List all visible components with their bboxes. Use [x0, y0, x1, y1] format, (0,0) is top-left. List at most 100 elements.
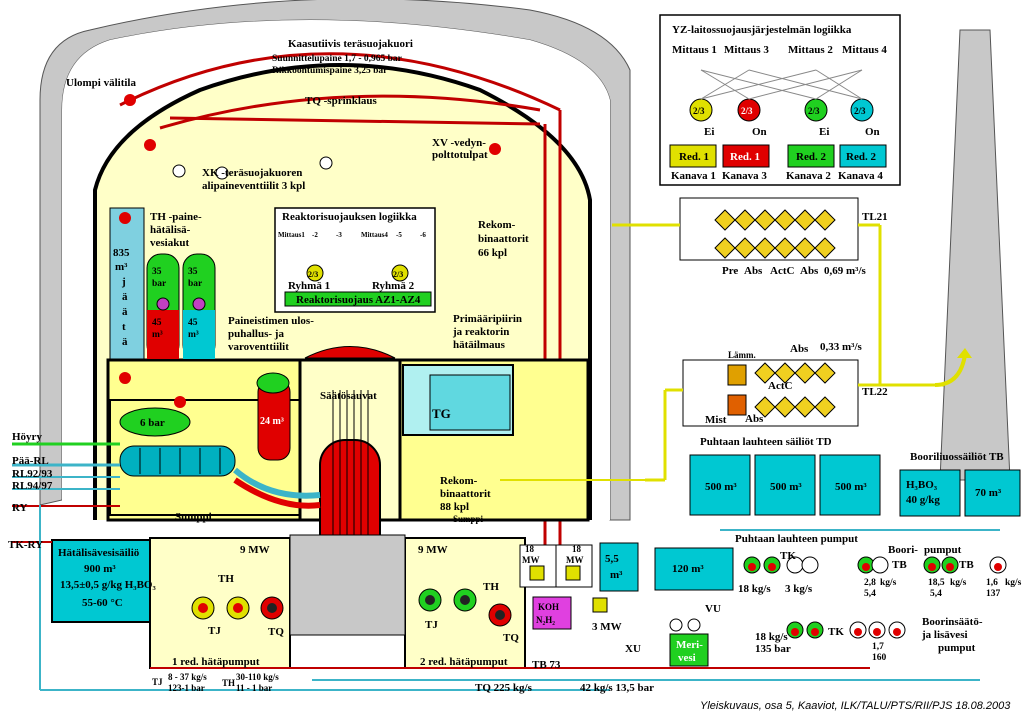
svg-text:42 kg/s 13,5 bar: 42 kg/s 13,5 bar [580, 682, 654, 694]
td-tank-1 [689, 454, 751, 516]
svg-text:Kanava 4: Kanava 4 [838, 170, 883, 182]
svg-text:11 - 1 bar: 11 - 1 bar [236, 683, 272, 693]
outer-annulus-1: Ulompi välitila [66, 77, 136, 89]
svg-text:Red. 1: Red. 1 [730, 151, 760, 163]
svg-text:3 MW: 3 MW [592, 621, 622, 633]
svg-text:Ei: Ei [704, 126, 714, 138]
svg-text:TH: TH [222, 678, 235, 688]
svg-text:Mittaus 1: Mittaus 1 [672, 44, 717, 56]
svg-text:135 bar: 135 bar [755, 643, 791, 655]
svg-text:Abs: Abs [745, 413, 764, 425]
svg-text:Mist: Mist [705, 414, 727, 426]
svg-text:TB 73: TB 73 [532, 659, 561, 671]
svg-text:m³: m³ [115, 261, 128, 273]
filter-train-tl22 [682, 359, 859, 427]
svg-text:H₃BO₃: H₃BO₃ [906, 479, 938, 491]
svg-text:35: 35 [188, 267, 198, 277]
svg-text:TK: TK [828, 626, 844, 638]
sprinkler-label: TQ -sprinklaus [305, 95, 378, 107]
svg-text:On: On [752, 126, 767, 138]
svg-text:2/3: 2/3 [741, 106, 753, 116]
svg-text:1 red. hätäpumput: 1 red. hätäpumput [172, 656, 260, 668]
sprinkler-arc-2 [159, 94, 541, 130]
svg-text:TQ: TQ [503, 632, 519, 644]
svg-text:Primääripiirin: Primääripiirin [453, 313, 522, 325]
svg-text:Red. 2: Red. 2 [846, 151, 876, 163]
design-pressure: Suunnittelupaine 1,7 - 0,965 bar [272, 54, 403, 64]
svg-text:5,4: 5,4 [864, 589, 876, 599]
svg-text:8 - 37 kg/s: 8 - 37 kg/s [168, 672, 207, 682]
td-tank-3 [819, 454, 881, 516]
svg-text:2 red. hätäpumput: 2 red. hätäpumput [420, 656, 508, 668]
svg-text:5,4: 5,4 [930, 589, 942, 599]
svg-text:88 kpl: 88 kpl [440, 501, 469, 513]
svg-text:On: On [865, 126, 880, 138]
svg-text:Sumppi: Sumppi [453, 514, 484, 524]
svg-text:XU: XU [625, 643, 641, 655]
svg-text:Abs: Abs [800, 265, 819, 277]
svg-text:Säätösauvat: Säätösauvat [320, 390, 377, 402]
svg-text:ja lisävesi: ja lisävesi [921, 629, 968, 641]
svg-text:40 g/kg: 40 g/kg [906, 494, 940, 506]
svg-text:TH: TH [483, 581, 499, 593]
svg-text:2,8: 2,8 [864, 578, 876, 588]
svg-text:Meri-: Meri- [676, 639, 703, 651]
svg-text:Ryhmä 1: Ryhmä 1 [288, 280, 330, 292]
svg-text:MW: MW [522, 555, 540, 565]
pump-th-1 [226, 596, 250, 620]
steam-generator [119, 445, 236, 477]
svg-text:Mittaus 2: Mittaus 2 [788, 44, 833, 56]
svg-text:Pre: Pre [722, 265, 738, 277]
svg-text:9 MW: 9 MW [240, 544, 270, 556]
svg-text:KOH: KOH [538, 602, 559, 612]
svg-text:9 MW: 9 MW [418, 544, 448, 556]
svg-text:puhallus- ja: puhallus- ja [228, 328, 284, 340]
svg-text:TJ: TJ [152, 677, 163, 687]
svg-text:Mittaus1: Mittaus1 [278, 231, 305, 239]
svg-text:120 m³: 120 m³ [672, 563, 704, 575]
underpressure-2: alipaineventtiilit 3 kpl [202, 180, 305, 192]
sprinkler-line-3 [169, 116, 541, 126]
pump-tq-2 [488, 603, 512, 627]
svg-text:30-110 kg/s: 30-110 kg/s [236, 672, 279, 682]
svg-text:MW: MW [566, 555, 584, 565]
svg-text:VU: VU [705, 603, 721, 615]
emergency-tank [51, 539, 151, 623]
svg-text:kg/s: kg/s [880, 578, 897, 588]
svg-text:1,6: 1,6 [986, 578, 998, 588]
svg-text:24 m³: 24 m³ [260, 416, 284, 427]
svg-text:j: j [121, 276, 126, 288]
svg-text:YZ-laitossuojausjärjestelmän l: YZ-laitossuojausjärjestelmän logiikka [672, 24, 852, 36]
svg-text:123-1 bar: 123-1 bar [168, 683, 205, 693]
pump-tj-1 [191, 596, 215, 620]
underpressure-1: XK -teräsuojakuoren [202, 167, 302, 179]
svg-text:Kanava 1: Kanava 1 [671, 170, 716, 182]
svg-text:Abs: Abs [790, 343, 809, 355]
svg-text:2/3: 2/3 [808, 106, 820, 116]
svg-text:Abs: Abs [744, 265, 763, 277]
svg-text:binaattorit: binaattorit [440, 488, 491, 500]
svg-text:66 kpl: 66 kpl [478, 247, 507, 259]
svg-text:TJ: TJ [425, 619, 438, 631]
svg-text:RY: RY [12, 502, 28, 514]
svg-text:Rekom-: Rekom- [440, 475, 478, 487]
svg-text:m³: m³ [188, 330, 199, 340]
pump-tj-2 [418, 588, 442, 612]
svg-text:2/3: 2/3 [393, 270, 403, 279]
svg-text:Mittaus 4: Mittaus 4 [842, 44, 887, 56]
svg-text:pumput: pumput [924, 544, 962, 556]
svg-text:Boori-: Boori- [888, 544, 918, 556]
svg-text:3 kg/s: 3 kg/s [785, 583, 813, 595]
svg-text:835: 835 [113, 247, 130, 259]
svg-text:2/3: 2/3 [693, 106, 705, 116]
svg-text:ä: ä [122, 306, 128, 318]
svg-text:Kanava 3: Kanava 3 [722, 170, 767, 182]
pump-tq-1 [260, 596, 284, 620]
svg-text:Ei: Ei [819, 126, 829, 138]
svg-text:Mittaus4: Mittaus4 [361, 231, 388, 239]
svg-text:TK: TK [780, 550, 796, 562]
svg-text:160: 160 [872, 653, 887, 663]
svg-text:Mittaus 3: Mittaus 3 [724, 44, 769, 56]
svg-text:18: 18 [525, 544, 535, 554]
